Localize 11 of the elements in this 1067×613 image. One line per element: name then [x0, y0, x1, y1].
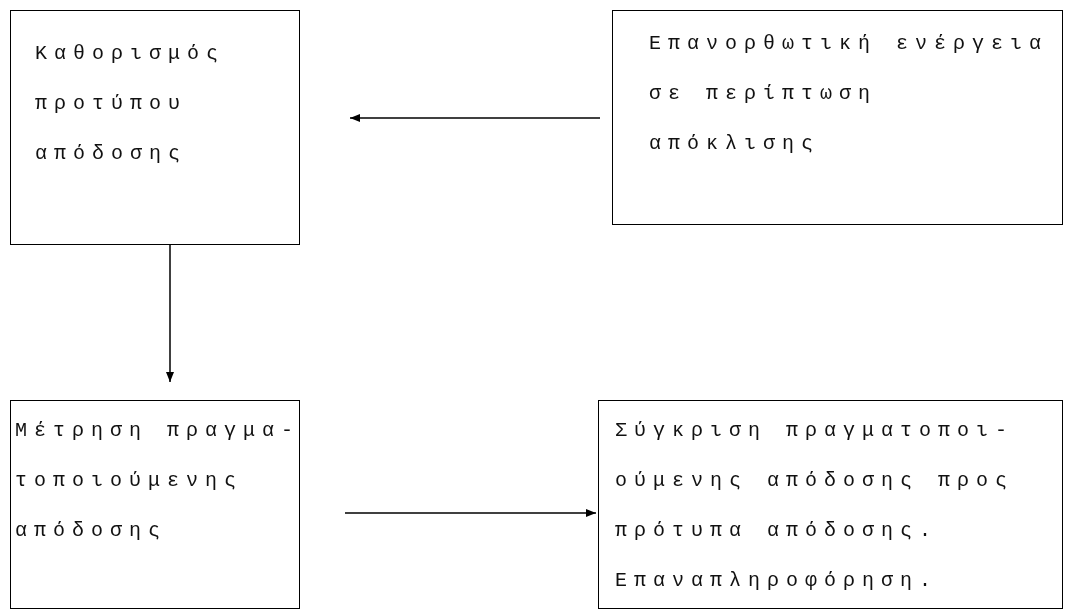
process-box: [10, 10, 300, 245]
process-box: [10, 400, 300, 609]
box-text: Μέτρηση πραγμα- τοποιούμενης απόδοσης: [15, 418, 302, 544]
arrow: [166, 244, 174, 383]
process-box: [612, 10, 1063, 225]
box-text: Σύγκριση πραγματοποι- ούμενης απόδοσης προς πρότυπα απόδοσης. Επαναπληροφόρηση.: [615, 418, 1016, 594]
box-text: Καθορισμός προτύπου απόδοσης: [35, 41, 227, 167]
arrow: [344, 509, 597, 517]
box-text: Επανορθωτική ενέργεια σε περίπτωση απόκλισης: [649, 31, 1050, 157]
arrow: [349, 114, 601, 122]
process-box: [598, 400, 1063, 609]
